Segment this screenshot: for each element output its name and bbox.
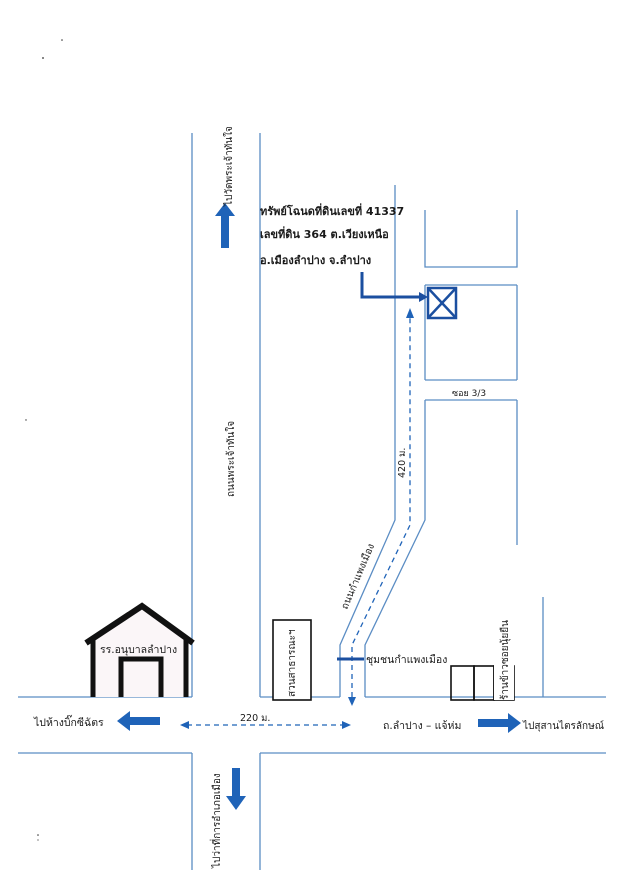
scan-specks: [25, 39, 63, 841]
route-arrowhead-east: [342, 721, 351, 729]
route-arrowheads: [180, 308, 414, 729]
route-vertical-dashed: [351, 318, 411, 697]
property-pointer-line: [360, 272, 422, 299]
road-label-soi: ซอย 3/3: [452, 389, 486, 399]
distance-horizontal-label: 220 ม.: [240, 713, 270, 724]
shop-building-1: [450, 665, 475, 701]
house-icon: [84, 602, 195, 697]
property-district-line: อ.เมืองลำปาง จ.ลำปาง: [260, 254, 371, 267]
park-building: [272, 619, 312, 701]
road-label-lampang-chaehom: ถ.ลำปาง – แจ้ห่ม: [383, 720, 461, 732]
shop-label-background: [494, 608, 514, 700]
park-label: สวนสาธารณะฯ: [287, 629, 298, 697]
property-parcel-line: เลขที่ดิน 364 ต.เวียงเหนือ: [260, 226, 389, 241]
shop-building-2: [473, 665, 495, 701]
road-kamphaeng-east-edge: [364, 400, 426, 697]
direction-west-label: ไปห้างบิ๊กซีฉัตร: [33, 714, 104, 729]
west-arrow-icon: [117, 711, 160, 731]
road-label-phra-chao-thanjai: ถนนพระเจ้าทันใจ: [225, 421, 237, 497]
route-lines: [187, 318, 411, 726]
east-arrow-icon: [478, 713, 521, 733]
property-pointer-arrowhead: [419, 292, 428, 302]
road-upper-right: [424, 210, 518, 268]
house-roof: [84, 602, 195, 646]
north-arrow-icon: [215, 203, 235, 248]
direction-south-label: ไปว่าที่การอำเภอเมือง: [209, 773, 223, 869]
school-label: รร.อนุบาลลำปาง: [100, 644, 177, 656]
road-kamphaeng-west-edge: [339, 185, 396, 697]
shop-label: ร้านข้าวซอยนุ้ยยืน: [499, 620, 511, 700]
south-arrow-icon: [226, 768, 246, 810]
house-door: [118, 656, 164, 697]
route-arrowhead-west: [180, 721, 189, 729]
road-label-kamphaeng-mueang: ถนนกำแพงเมือง: [339, 542, 378, 611]
community-label: ชุมชนกำแพงเมือง: [366, 653, 447, 666]
direction-north-label: ไปวัดพระเจ้าทันใจ: [223, 126, 235, 207]
route-arrowhead-south: [348, 697, 356, 706]
target-marker-icon: [426, 286, 458, 320]
road-lines: [18, 133, 606, 870]
direction-east-label: ไปสุสานไตรลักษณ์: [522, 720, 604, 732]
property-title-line: ทรัพย์โฉนดที่ดินเลขที่ 41337: [260, 203, 404, 218]
distance-vertical-label: 420 ม.: [397, 448, 408, 478]
route-arrowhead-north: [406, 308, 414, 318]
